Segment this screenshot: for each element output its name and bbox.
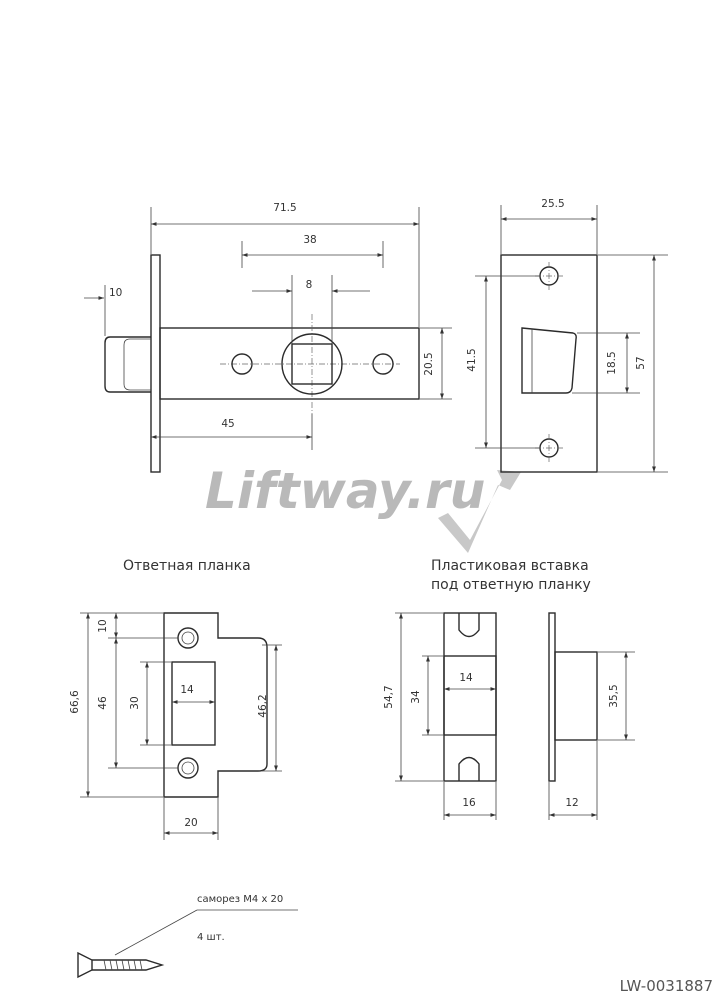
mounting-hole-right <box>372 353 394 375</box>
dim-bolt-height-label: 18.5 <box>606 351 618 374</box>
latch-faceplate <box>150 254 161 473</box>
dim-insert-height-label: 54,7 <box>383 685 395 708</box>
strike-plate-dimensions: 66,6 10 46 30 14 46,2 20 <box>69 612 282 840</box>
plastic-insert-caption-line2: под ответную планку <box>431 577 591 593</box>
insert-side-body <box>554 651 598 741</box>
insert-body <box>443 612 497 782</box>
watermark-arrow-icon <box>438 470 521 553</box>
dim-strike-window-width-label: 14 <box>180 684 194 696</box>
spindle-square-hole <box>291 343 333 385</box>
latch-body <box>159 327 420 400</box>
dim-overall-length-label: 71.5 <box>273 202 296 214</box>
insert-slot-bottom <box>458 756 480 781</box>
plastic-insert-front <box>443 612 497 782</box>
strike-hole-top <box>177 627 199 649</box>
dim-strike-lip-height-label: 46,2 <box>257 694 269 717</box>
mounting-hole-left <box>231 353 253 375</box>
dim-strike-hole-spacing-label: 46 <box>97 696 109 710</box>
insert-side-flange <box>548 612 556 782</box>
dim-strike-width-label: 20 <box>184 817 197 829</box>
dim-faceplate-width-label: 25.5 <box>541 198 564 210</box>
watermark-text: Liftway.ru <box>205 462 485 520</box>
dim-bolt-projection-label: 10 <box>109 287 122 299</box>
screw-qty: 4 шт. <box>197 932 225 943</box>
faceplate-bolt <box>521 327 577 394</box>
dim-body-height-label: 20.5 <box>423 352 435 375</box>
plastic-insert-caption-line1: Пластиковая вставка <box>431 558 589 574</box>
dim-backset-holes-label: 38 <box>303 234 316 246</box>
dim-insert-side-depth-label: 12 <box>565 797 578 809</box>
strike-window <box>171 661 216 746</box>
plastic-insert-dimensions: 54,7 34 14 16 35,5 12 <box>383 612 635 820</box>
latch-bolt-bevel <box>123 338 151 391</box>
latch-side-view <box>104 254 420 473</box>
strike-plate <box>163 612 268 798</box>
latch-faceplate-front-view <box>500 254 598 473</box>
dim-backset-label: 45 <box>221 418 234 430</box>
faceplate-front <box>500 254 598 473</box>
faceplate-dimensions: 25.5 41.5 18.5 57 <box>466 198 668 473</box>
watermark-logo: Liftway.ru <box>205 462 521 553</box>
insert-slot-top <box>458 613 480 638</box>
dim-faceplate-holes-label: 41.5 <box>466 348 478 371</box>
dim-insert-side-height-label: 35,5 <box>608 684 620 707</box>
screw-shank <box>92 959 165 971</box>
dim-insert-pocket-height-label: 34 <box>410 690 422 704</box>
dim-spindle-label: 8 <box>306 279 313 291</box>
screw-head <box>77 951 93 979</box>
dim-insert-pocket-width-label: 14 <box>459 672 473 684</box>
plastic-insert-side <box>548 612 598 782</box>
strike-plate-outline <box>163 612 268 798</box>
screw-drawing: саморез М4 х 20 4 шт. <box>77 894 298 979</box>
latch-bolt <box>104 336 151 393</box>
screw-label: саморез М4 х 20 <box>197 894 283 905</box>
latch-dimensions: 71.5 38 8 10 20.5 45 <box>84 202 452 450</box>
screw-thread <box>103 959 143 971</box>
insert-pocket <box>443 655 497 736</box>
dim-insert-width-label: 16 <box>462 797 476 809</box>
strike-hole-bottom <box>177 757 199 779</box>
spindle-hub <box>281 333 343 395</box>
dim-strike-window-height-label: 30 <box>129 696 141 709</box>
dim-faceplate-height-label: 57 <box>635 356 647 369</box>
article-code: LW-0031887 <box>620 977 713 995</box>
strike-plate-caption: Ответная планка <box>123 558 251 574</box>
dim-strike-height-label: 66,6 <box>69 690 81 714</box>
dim-strike-top-offset-label: 10 <box>97 619 109 632</box>
